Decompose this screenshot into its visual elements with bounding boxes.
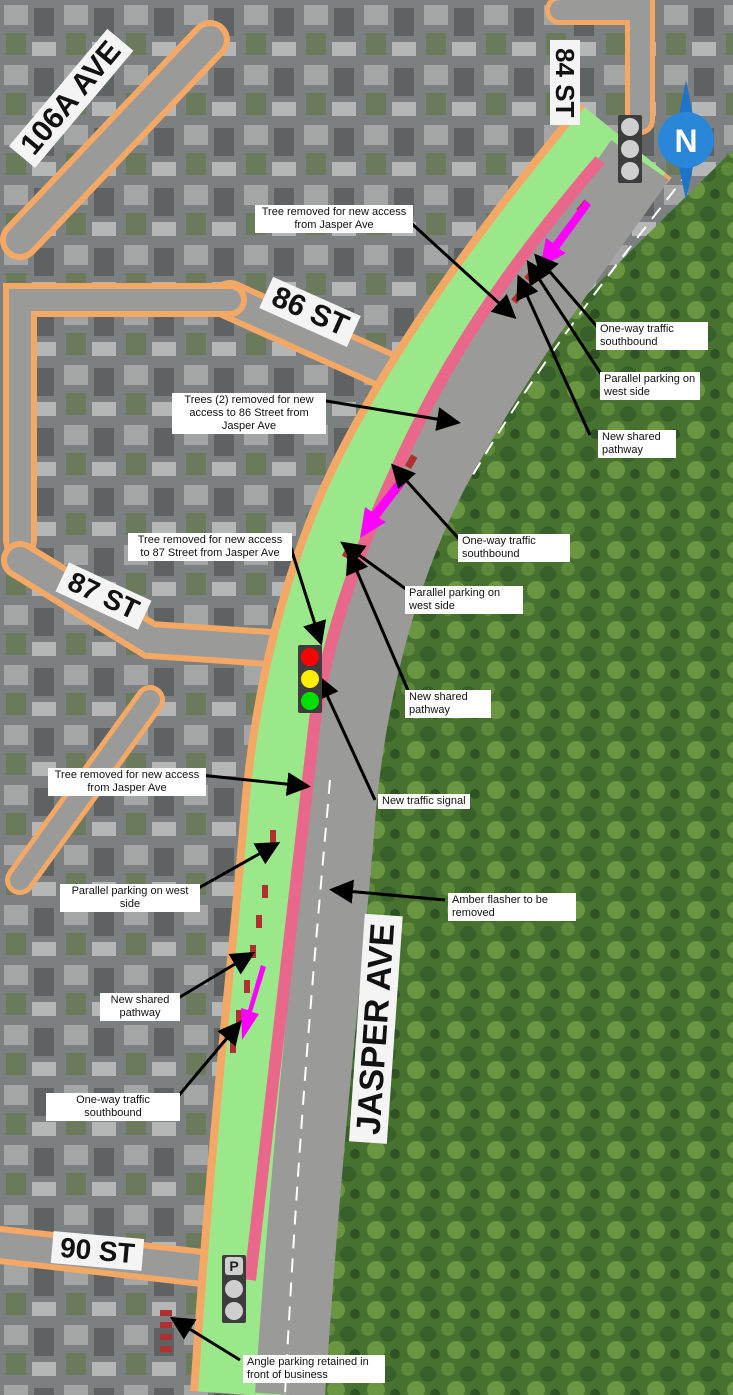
note-oneway-mid: One-way traffic southbound — [458, 534, 570, 562]
signal-lamp-green — [301, 692, 319, 710]
signal-lamp-2 — [621, 140, 639, 158]
note-oneway-low: One-way traffic southbound — [46, 1093, 180, 1121]
note-parking-mid: Parallel parking on west side — [405, 586, 523, 614]
traffic-signal-90-st: P — [222, 1255, 246, 1323]
note-new-traffic-signal: New traffic signal — [378, 794, 470, 809]
signal-lamp-1 — [621, 118, 639, 136]
signal-pedestrian-label: P — [225, 1257, 243, 1275]
note-pathway-mid: New shared pathway — [405, 690, 491, 718]
note-tree-87: Tree removed for new access to 87 Street… — [128, 533, 292, 561]
note-parking-top: Parallel parking on west side — [600, 372, 700, 400]
note-amber-flasher: Amber flasher to be removed — [448, 893, 576, 921]
note-oneway-top: One-way traffic southbound — [596, 322, 708, 350]
note-tree-access-jasper-low: Tree removed for new access from Jasper … — [48, 768, 206, 796]
river-valley-forest — [300, 150, 733, 1395]
note-angle-parking: Angle parking retained in front of busin… — [243, 1355, 385, 1383]
note-trees-86: Trees (2) removed for new access to 86 S… — [172, 393, 326, 434]
note-pathway-top: New shared pathway — [598, 430, 676, 458]
compass-label: N — [674, 123, 697, 159]
one-way-arrow-low — [241, 965, 266, 1040]
north-arrow-icon: N — [658, 80, 714, 200]
street-label-84-st: 84 ST — [550, 40, 580, 126]
traffic-signal-84-st — [618, 115, 642, 183]
signal-lamp-amber — [301, 670, 319, 688]
signal-lamp-1 — [225, 1280, 243, 1298]
signal-lamp-2 — [225, 1302, 243, 1320]
note-pathway-low: New shared pathway — [100, 993, 180, 1021]
signal-lamp-3 — [621, 162, 639, 180]
signal-lamp-red — [301, 648, 319, 666]
note-parking-low: Parallel parking on west side — [60, 884, 200, 912]
traffic-signal-new — [298, 645, 322, 713]
one-way-arrow-top — [540, 200, 591, 268]
note-tree-access-jasper-top: Tree removed for new access from Jasper … — [255, 205, 413, 233]
callout-lines — [169, 220, 607, 1362]
